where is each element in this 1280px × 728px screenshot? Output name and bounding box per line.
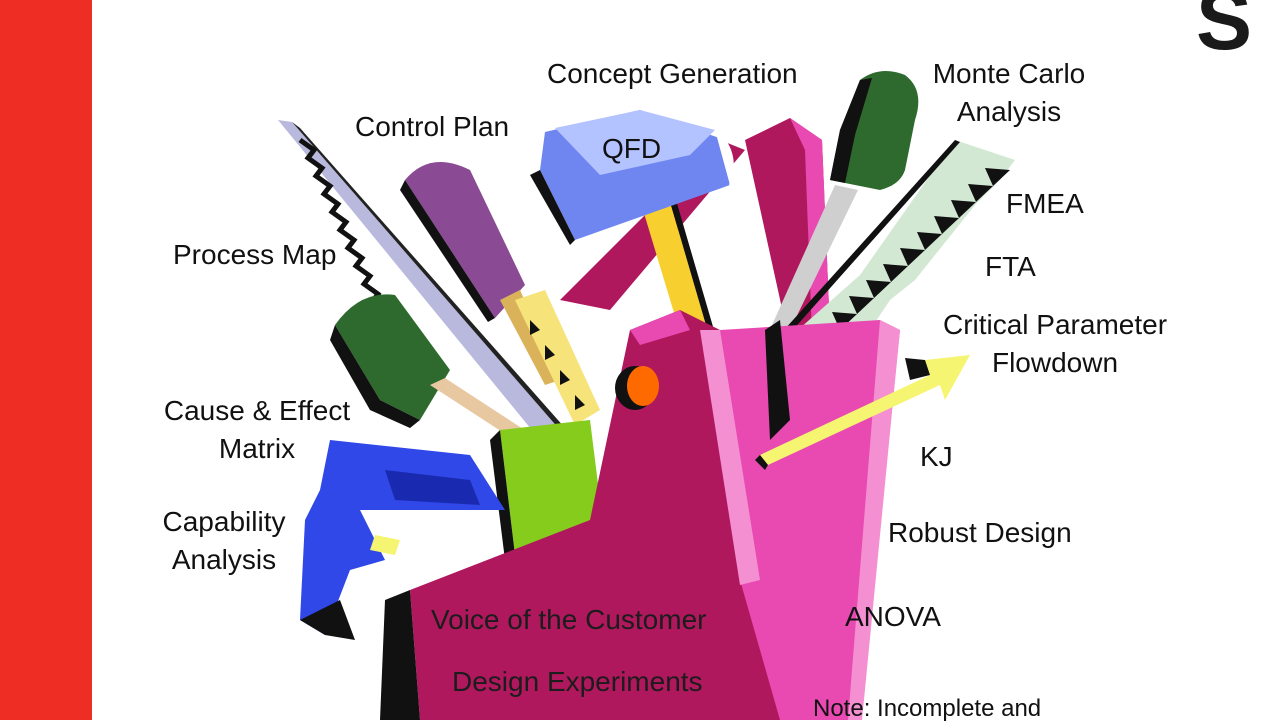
label-capability-line1: Capability <box>162 506 286 537</box>
label-cause-effect-line2: Matrix <box>218 433 296 464</box>
label-critical-parameter-line2: Flowdown <box>991 347 1119 378</box>
label-concept-generation: Concept Generation <box>547 58 798 89</box>
label-robust-design: Robust Design <box>888 517 1072 548</box>
label-monte-carlo: Monte Carlo Analysis <box>920 55 1098 131</box>
toolbox-clasp <box>615 366 659 410</box>
yellow-tool <box>515 290 600 425</box>
label-capability-line2: Analysis <box>171 544 277 575</box>
label-anova: ANOVA <box>845 601 941 632</box>
label-critical-parameter-line1: Critical Parameter <box>942 309 1168 340</box>
label-critical-parameter-flowdown: Critical Parameter Flowdown <box>925 306 1185 382</box>
label-capability-analysis: Capability Analysis <box>150 503 298 579</box>
flowdown-arrow <box>755 355 970 470</box>
label-fta: FTA <box>985 251 1036 282</box>
accent-red-bar <box>0 0 92 720</box>
label-kj: KJ <box>920 441 953 472</box>
label-fmea: FMEA <box>1006 188 1084 219</box>
label-control-plan: Control Plan <box>355 111 510 142</box>
label-cause-effect-matrix: Cause & Effect Matrix <box>150 392 364 468</box>
lime-block <box>490 420 605 560</box>
label-design-experiments: Design Experiments <box>452 666 703 697</box>
label-process-map: Process Map <box>173 239 337 270</box>
label-voice-of-customer: Voice of the Customer <box>431 604 707 635</box>
label-monte-carlo-line2: Analysis <box>956 96 1062 127</box>
label-monte-carlo-line1: Monte Carlo <box>932 58 1086 89</box>
note-text: Note: Incomplete and <box>813 695 1042 722</box>
brand-logo: S <box>1196 0 1253 67</box>
label-qfd: QFD <box>602 133 662 164</box>
stapler <box>300 440 505 640</box>
toolbox-body <box>380 310 900 720</box>
label-cause-effect-line1: Cause & Effect <box>163 395 351 426</box>
green-screwdriver <box>772 71 919 330</box>
